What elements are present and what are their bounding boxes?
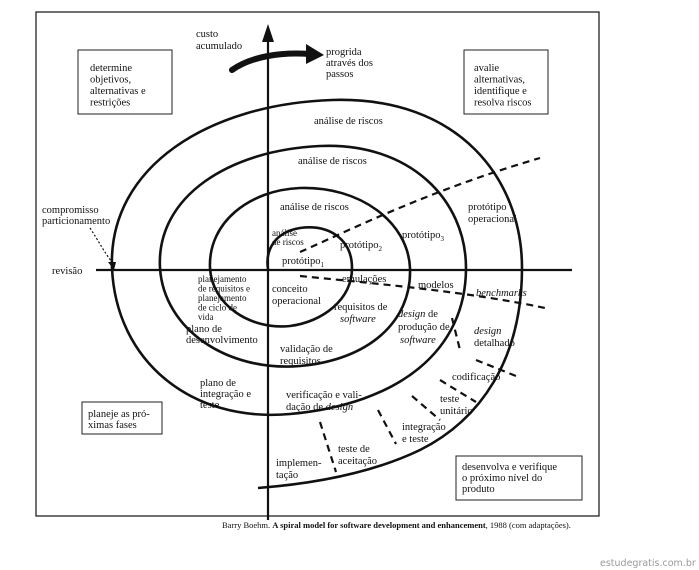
risk-analysis-3: análise de riscos xyxy=(298,156,367,167)
software-requirements-label-2: software xyxy=(340,314,376,325)
product-design-label-1: design de xyxy=(398,309,438,320)
box-bottom-left xyxy=(81,401,163,435)
phase-separators xyxy=(318,317,517,473)
spiral-path xyxy=(110,98,524,490)
benchmarks-label: benchmarks xyxy=(476,288,527,299)
risk-analysis-4: análise de riscos xyxy=(314,116,383,127)
risk-analysis-2: análise de riscos xyxy=(280,202,349,213)
box-top-left xyxy=(77,49,173,115)
models-label: modelos xyxy=(418,280,454,291)
vertical-axis-arrowhead xyxy=(262,24,274,42)
implementation-label: implemen-tação xyxy=(276,458,322,481)
verification-label-1: verificação e vali- xyxy=(286,390,362,401)
review-label: revisão xyxy=(52,266,82,277)
quadrant-bottom-left-text: planeje as pró-ximas fases xyxy=(88,409,150,431)
box-bottom-right xyxy=(455,455,583,501)
coding-label: codificação xyxy=(452,372,500,383)
verification-label-2: dação de design xyxy=(286,402,353,413)
watermark: estudegratis.com.br xyxy=(600,558,696,569)
box-top-right xyxy=(463,49,549,115)
prototype-1-label: protótipo1 xyxy=(282,256,325,269)
product-design-label-2: produção de xyxy=(398,322,450,333)
dashed-line-right xyxy=(299,274,546,310)
emulations-label: emulações xyxy=(342,274,386,285)
detailed-design-label-2: detalhado xyxy=(474,338,515,349)
progress-arrow xyxy=(229,50,313,73)
prototype-3-label: protótipo3 xyxy=(402,230,445,243)
commitment-arrowhead xyxy=(108,262,116,270)
software-requirements-label-1: requisitos de xyxy=(334,302,388,313)
prototype-2-label: protótipo2 xyxy=(340,240,383,253)
caption: Barry Boehm. A spiral model for software… xyxy=(222,520,571,530)
product-design-label-3: software xyxy=(400,335,436,346)
commitment-arrow xyxy=(89,227,113,263)
progress-arrowhead xyxy=(306,44,324,64)
detailed-design-label-1: design xyxy=(474,326,501,337)
